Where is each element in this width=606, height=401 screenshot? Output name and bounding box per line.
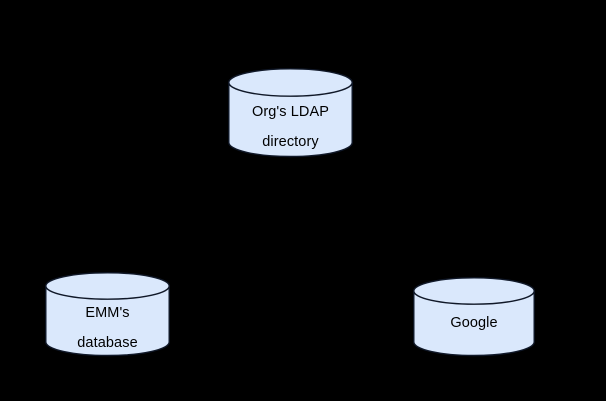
node-google[interactable]: Google [413, 277, 535, 357]
cylinder-shape-emm [45, 272, 170, 357]
cylinder-shape-google [413, 277, 535, 357]
node-emms-database[interactable]: EMM's database [45, 272, 170, 357]
cylinder-shape-ldap [228, 68, 353, 158]
node-orgs-ldap-directory[interactable]: Org's LDAP directory [228, 68, 353, 158]
